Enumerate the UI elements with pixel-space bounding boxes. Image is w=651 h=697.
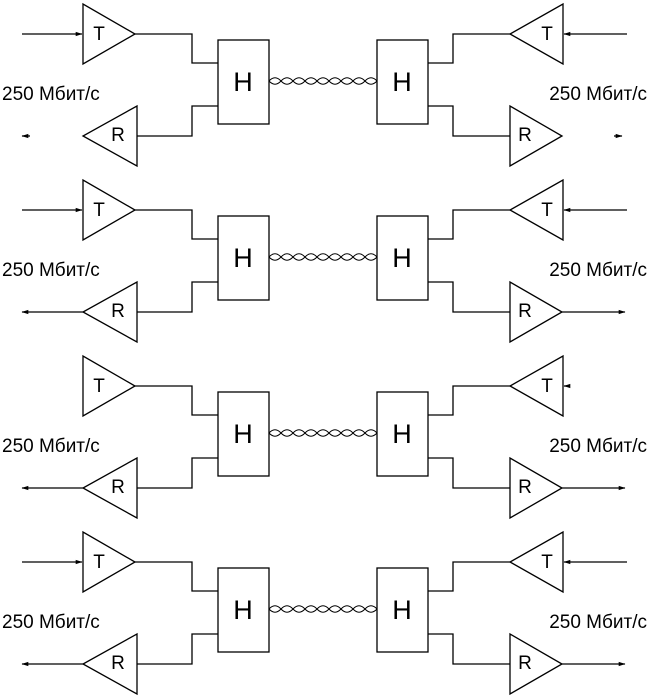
- cable-strand-b: [268, 77, 378, 85]
- transmitter-left: [82, 178, 137, 242]
- receiver-right-label: R: [518, 477, 532, 498]
- hybrid-left: [217, 567, 270, 653]
- hybrid-right: [376, 215, 429, 301]
- rate-label-left: 250 Мбит/с: [2, 84, 100, 105]
- cable-strand-a: [268, 605, 378, 613]
- receiver-right-label: R: [518, 301, 532, 322]
- receiver-left-label: R: [111, 125, 125, 146]
- transmitter-left-label: T: [93, 200, 105, 221]
- transmitter-right: [508, 354, 564, 418]
- transmitter-left-wire: [135, 561, 218, 592]
- row-1: T R H H T R 250 Мбит/с 250 Мбит/с: [2, 2, 647, 168]
- hybrid-left: [217, 391, 270, 477]
- cable-strand-b: [268, 429, 378, 437]
- rate-label-left: 250 Мбит/с: [2, 612, 100, 633]
- hybrid-right: [376, 39, 429, 125]
- transmitter-left-wire: [135, 33, 218, 64]
- hybrid-right-label: H: [392, 243, 412, 273]
- hybrid-right-label: H: [392, 595, 412, 625]
- receiver-right-wire: [428, 457, 510, 489]
- row-2: T R H H T R 250 Мбит/с 250 Мбит/с: [2, 178, 647, 344]
- transmitter-right-label: T: [541, 552, 553, 573]
- receiver-right-label: R: [518, 125, 532, 146]
- hybrid-right: [376, 567, 429, 653]
- transmitter-right-label: T: [541, 200, 553, 221]
- receiver-left-label: R: [111, 653, 125, 674]
- transmitter-right: [508, 530, 564, 594]
- receiver-left-wire: [137, 633, 218, 665]
- cable-strand-b: [268, 605, 378, 613]
- transmitter-right: [508, 2, 564, 66]
- hybrid-left: [217, 39, 270, 125]
- rate-label-right: 250 Мбит/с: [549, 260, 647, 281]
- transmitter-left: [82, 354, 137, 418]
- hybrid-right-label: H: [392, 419, 412, 449]
- transmitter-left-label: T: [93, 552, 105, 573]
- rate-label-right: 250 Мбит/с: [549, 436, 647, 457]
- hybrid-left: [217, 215, 270, 301]
- cable-strand-a: [268, 77, 378, 85]
- cable-strand-b: [268, 253, 378, 261]
- hybrid-right-label: H: [392, 67, 412, 97]
- receiver-left: [81, 456, 138, 520]
- receiver-right-wire: [428, 281, 510, 313]
- cable-strand-a: [268, 429, 378, 437]
- receiver-left-label: R: [111, 301, 125, 322]
- receiver-left: [81, 632, 138, 696]
- transmitter-left-wire: [135, 385, 218, 416]
- row-3: T R H H T R 250 Мбит/с 250 Мбит/с: [2, 354, 647, 520]
- hybrid-left-label: H: [233, 243, 253, 273]
- receiver-left-wire: [137, 281, 218, 313]
- receiver-left-wire: [137, 457, 218, 489]
- twisted-pair-cable: [268, 77, 378, 85]
- transmitter-right: [508, 178, 564, 242]
- transmitter-right-label: T: [541, 24, 553, 45]
- transmitter-right-wire: [428, 385, 510, 416]
- receiver-left-label: R: [111, 477, 125, 498]
- twisted-pair-cable: [268, 429, 378, 437]
- twisted-pair-cable: [268, 605, 378, 613]
- receiver-left: [81, 104, 138, 168]
- transmitter-right-wire: [428, 209, 510, 240]
- receiver-left: [81, 280, 138, 344]
- receiver-right-wire: [428, 633, 510, 665]
- hybrid-left-label: H: [233, 67, 253, 97]
- transmitter-left: [82, 530, 137, 594]
- rate-label-left: 250 Мбит/с: [2, 260, 100, 281]
- receiver-right-wire: [428, 105, 510, 137]
- row-4: T R H H T R 250 Мбит/с 250 Мбит/с: [2, 530, 647, 696]
- transmitter-right-label: T: [541, 376, 553, 397]
- transmitter-left-label: T: [93, 24, 105, 45]
- rate-label-right: 250 Мбит/с: [549, 612, 647, 633]
- twisted-pair-cable: [268, 253, 378, 261]
- cable-strand-a: [268, 253, 378, 261]
- transmitter-right-wire: [428, 561, 510, 592]
- receiver-left-wire: [137, 105, 218, 137]
- rate-label-right: 250 Мбит/с: [549, 84, 647, 105]
- transmitter-left-label: T: [93, 376, 105, 397]
- receiver-right-label: R: [518, 653, 532, 674]
- transmitter-left-wire: [135, 209, 218, 240]
- transmitter-left: [82, 2, 137, 66]
- transmitter-right-wire: [428, 33, 510, 64]
- hybrid-left-label: H: [233, 419, 253, 449]
- hybrid-left-label: H: [233, 595, 253, 625]
- hybrid-right: [376, 391, 429, 477]
- rate-label-left: 250 Мбит/с: [2, 436, 100, 457]
